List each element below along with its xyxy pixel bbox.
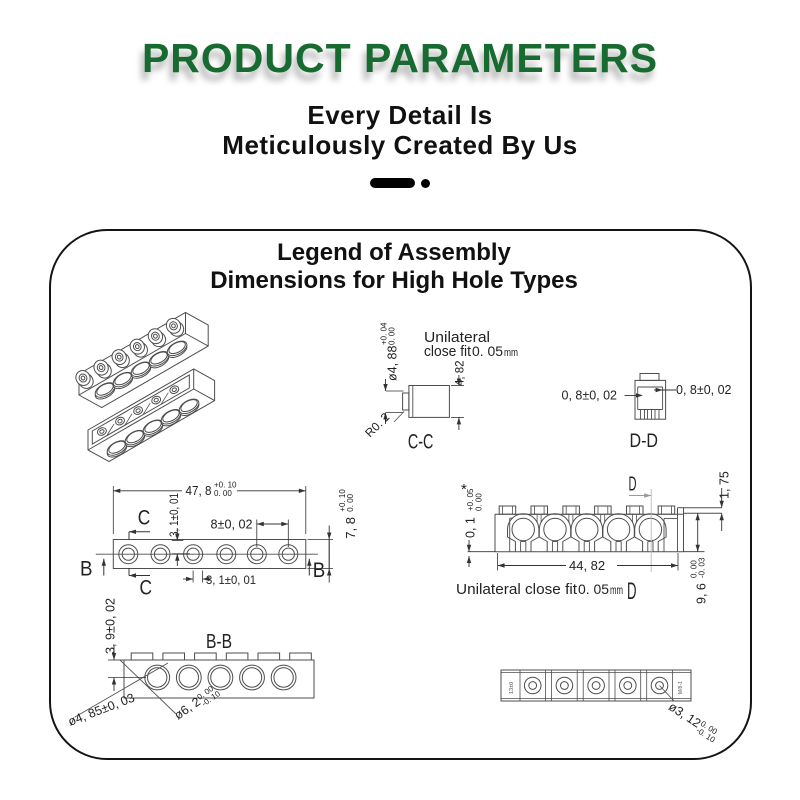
svg-text:9, 6: 9, 6 <box>695 583 709 604</box>
svg-text:ø3, 12: ø3, 12 <box>666 699 703 730</box>
svg-text:44, 82: 44, 82 <box>569 558 605 573</box>
svg-text:D-D: D-D <box>630 431 659 452</box>
svg-text:3, 1±0, 01: 3, 1±0, 01 <box>169 493 181 537</box>
svg-text:8±0, 02: 8±0, 02 <box>211 517 253 532</box>
svg-text:C: C <box>138 507 151 530</box>
svg-text:0, 8±0, 02: 0, 8±0, 02 <box>562 389 618 403</box>
svg-text:close fit: close fit <box>424 344 471 360</box>
svg-text:*: * <box>461 481 467 498</box>
svg-text:ø4, 85±0, 03: ø4, 85±0, 03 <box>66 691 137 729</box>
svg-text:+0. 04: +0. 04 <box>380 322 389 345</box>
svg-text:0. 00: 0. 00 <box>214 489 232 498</box>
svg-text:0. 00: 0. 00 <box>388 327 397 345</box>
svg-text:0, 8±0, 02: 0, 8±0, 02 <box>676 383 732 397</box>
svg-text:+0. 10: +0. 10 <box>214 481 237 490</box>
svg-text:R0. 2: R0. 2 <box>362 410 392 440</box>
svg-text:47, 8: 47, 8 <box>186 483 212 498</box>
svg-text:C-C: C-C <box>408 430 434 453</box>
svg-text:-0. 03: -0. 03 <box>698 557 707 578</box>
svg-text:4, 82: 4, 82 <box>455 360 467 386</box>
svg-text:+0. 10: +0. 10 <box>338 489 347 512</box>
svg-text:Unilateral: Unilateral <box>424 330 490 346</box>
svg-text:3, 1±0, 01: 3, 1±0, 01 <box>206 575 256 587</box>
svg-text:D: D <box>629 474 637 496</box>
svg-text:0. 05: 0. 05 <box>578 581 609 597</box>
svg-text:Unilateral close fit: Unilateral close fit <box>456 581 578 598</box>
svg-text:mm: mm <box>504 347 518 359</box>
svg-text:0. 00: 0. 00 <box>690 560 699 578</box>
svg-text:0, 1: 0, 1 <box>464 517 478 538</box>
svg-text:+0. 05: +0. 05 <box>466 488 475 511</box>
svg-text:1, 75: 1, 75 <box>718 471 732 499</box>
svg-text:B: B <box>80 558 93 581</box>
svg-text:3, 9±0, 02: 3, 9±0, 02 <box>104 598 118 654</box>
svg-text:7, 8: 7, 8 <box>343 517 358 539</box>
svg-text:M/8-1: M/8-1 <box>678 681 684 694</box>
svg-text:B: B <box>313 559 326 582</box>
svg-text:ø4, 88: ø4, 88 <box>386 346 400 381</box>
svg-text:B-B: B-B <box>206 631 232 653</box>
svg-text:mm: mm <box>610 585 623 597</box>
svg-text:0. 00: 0. 00 <box>475 493 484 511</box>
svg-text:13±0: 13±0 <box>509 682 515 694</box>
svg-text:D: D <box>627 578 637 605</box>
svg-text:0. 05: 0. 05 <box>472 344 503 359</box>
svg-text:0. 00: 0. 00 <box>346 493 355 511</box>
svg-text:C: C <box>140 577 153 600</box>
